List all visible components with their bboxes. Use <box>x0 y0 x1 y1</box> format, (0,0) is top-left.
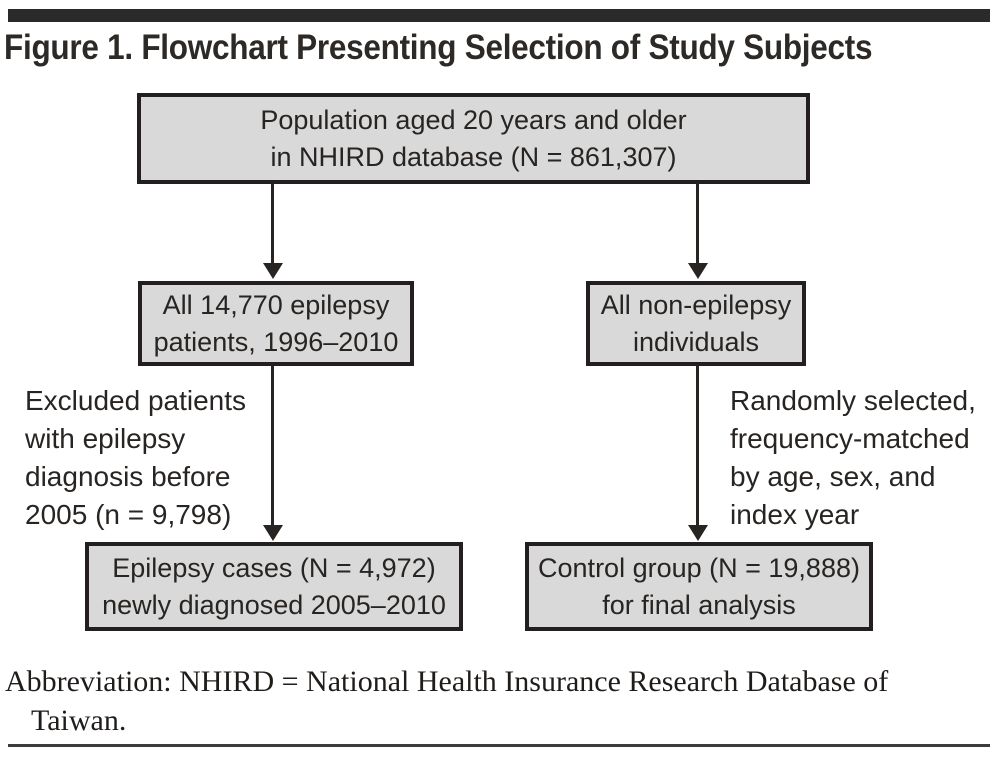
arrow-population-to-nonepilepsy-head <box>688 263 708 279</box>
matched-note-line1: Randomly selected, <box>730 385 976 416</box>
arrow-population-to-nonepilepsy-stem <box>696 183 699 265</box>
flow-box-epilepsy-line1: All 14,770 epilepsy <box>162 289 390 320</box>
flow-box-control-line1: Control group (N = 19,888) <box>538 552 860 583</box>
abbreviation-line1: Abbreviation: NHIRD = National Health In… <box>5 665 889 698</box>
excluded-note-line4: 2005 (n = 9,798) <box>25 499 232 530</box>
frequency-matched-note: Randomly selected, frequency-matched by … <box>730 382 976 534</box>
flow-box-non-epilepsy-line2: individuals <box>632 326 760 357</box>
flow-box-population-line2: in NHIRD database (N = 861,307) <box>270 141 677 172</box>
excluded-note-line2: with epilepsy <box>25 423 186 454</box>
arrow-epilepsy-to-cases-head <box>263 525 283 541</box>
arrow-population-to-epilepsy-head <box>263 263 283 279</box>
excluded-note-line1: Excluded patients <box>25 385 247 416</box>
flow-box-epilepsy-cases: Epilepsy cases (N = 4,972) newly diagnos… <box>85 542 463 631</box>
flow-box-population-line1: Population aged 20 years and older <box>260 104 687 135</box>
arrow-epilepsy-to-cases-stem <box>271 366 274 527</box>
bottom-rule <box>8 744 990 747</box>
flow-box-epilepsy-patients: All 14,770 epilepsy patients, 1996–2010 <box>138 281 414 366</box>
flow-box-epilepsy-line2: patients, 1996–2010 <box>153 326 399 357</box>
flow-box-control-group: Control group (N = 19,888) for final ana… <box>525 542 873 631</box>
matched-note-line3: by age, sex, and <box>730 461 936 492</box>
matched-note-line2: frequency-matched <box>730 423 970 454</box>
flow-box-cases-line2: newly diagnosed 2005–2010 <box>102 589 446 620</box>
flow-box-cases-line1: Epilepsy cases (N = 4,972) <box>112 552 436 583</box>
excluded-patients-note: Excluded patients with epilepsy diagnosi… <box>25 382 246 534</box>
top-rule-bar <box>8 9 990 22</box>
abbreviation-line2: Taiwan. <box>31 704 127 737</box>
excluded-note-line3: diagnosis before <box>25 461 231 492</box>
flow-box-non-epilepsy-line1: All non-epilepsy <box>600 289 792 320</box>
flow-box-control-line2: for final analysis <box>602 589 796 620</box>
flow-box-non-epilepsy: All non-epilepsy individuals <box>586 281 806 366</box>
arrow-population-to-epilepsy-stem <box>271 183 274 265</box>
arrow-nonepilepsy-to-control-head <box>688 525 708 541</box>
flow-box-population: Population aged 20 years and older in NH… <box>137 93 810 184</box>
figure-title: Figure 1. Flowchart Presenting Selection… <box>4 28 873 67</box>
abbreviation-note: Abbreviation: NHIRD = National Health In… <box>5 662 888 740</box>
arrow-nonepilepsy-to-control-stem <box>696 366 699 527</box>
matched-note-line4: index year <box>730 499 860 530</box>
